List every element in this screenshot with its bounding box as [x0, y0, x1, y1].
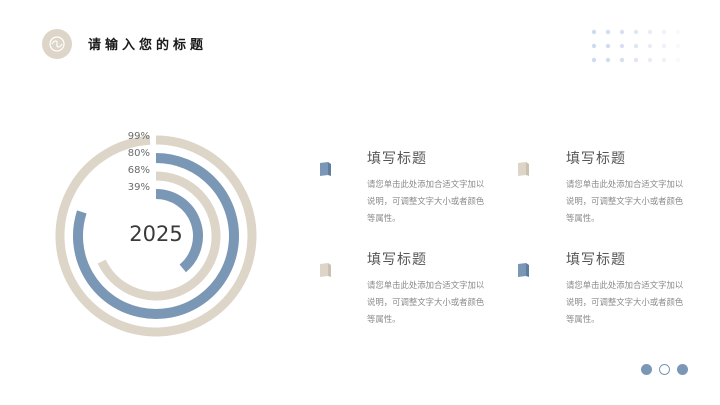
card-text: 请您单击此处添加合适文字加以说明，可调整文字大小或者颜色等属性。	[367, 280, 485, 324]
arc-ring-1	[55, 135, 257, 337]
card-title: 填写标题	[566, 151, 626, 167]
slide-pager	[641, 364, 688, 375]
arc-ring-3	[97, 171, 221, 301]
card-text: 请您单击此处添加合适文字加以说明，可调整文字大小或者颜色等属性。	[566, 280, 684, 324]
book-icon	[518, 162, 529, 176]
chart-center-label: 2025	[129, 222, 183, 246]
pager-dot-2-active[interactable]	[659, 364, 670, 375]
swirl-emblem-icon	[49, 36, 65, 52]
arc-ring-4	[155, 189, 203, 273]
card-text: 请您单击此处添加合适文字加以说明，可调整文字大小或者颜色等属性。	[367, 179, 485, 223]
decorative-dot-grid	[591, 29, 681, 63]
card-title: 填写标题	[367, 252, 427, 268]
ring-label-3: 68%	[127, 165, 150, 176]
card-title: 填写标题	[367, 151, 427, 167]
logo-badge	[42, 29, 72, 59]
page-title: 请输入您的标题	[88, 38, 208, 53]
card-text: 请您单击此处添加合适文字加以说明，可调整文字大小或者颜色等属性。	[566, 179, 684, 223]
ring-label-1: 99%	[127, 131, 150, 142]
book-icon	[320, 263, 331, 277]
book-icon	[518, 263, 529, 277]
ring-label-4: 39%	[127, 182, 150, 193]
pager-dot-1[interactable]	[641, 364, 652, 375]
arc-ring-2	[73, 153, 239, 319]
ring-label-2: 80%	[127, 148, 150, 159]
card-title: 填写标题	[566, 252, 626, 268]
book-icon	[320, 162, 331, 176]
pager-dot-3[interactable]	[677, 364, 688, 375]
